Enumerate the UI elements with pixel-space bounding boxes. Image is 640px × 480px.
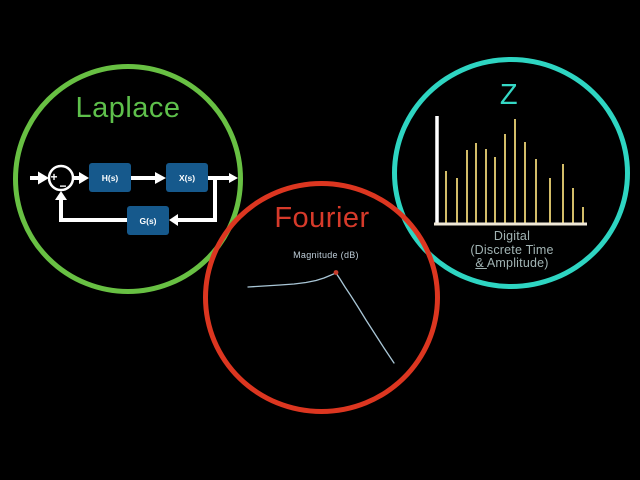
fourier-label: Fourier — [274, 202, 370, 234]
summing-junction — [47, 164, 75, 192]
output-arrowhead-icon — [229, 173, 238, 183]
fourier-circle — [203, 181, 440, 414]
fourier-peak-dot — [333, 270, 339, 275]
sum-plus-sign: + — [50, 170, 57, 184]
z-stem-chart — [434, 116, 587, 226]
h-block-label: H(s) — [102, 173, 119, 183]
g-block-label: G(s) — [140, 216, 157, 226]
z-circle — [392, 57, 630, 289]
z-stems — [445, 119, 584, 224]
fourier-plot — [247, 270, 395, 364]
sum-minus-sign: − — [59, 179, 66, 193]
sum-to-h-arrowhead-icon — [79, 172, 89, 184]
laplace-signal-paths — [30, 171, 238, 226]
x-block-rect — [166, 163, 208, 192]
z-caption-line1: Digital — [493, 229, 531, 243]
feedback-to-g-arrowhead-icon — [169, 214, 178, 226]
laplace-circle — [13, 64, 243, 294]
h-to-x-arrowhead-icon — [155, 172, 166, 184]
feedback-up-arrowhead-icon — [55, 191, 67, 200]
laplace-label: Laplace — [75, 92, 181, 124]
magnitude-label: Magnitude (dB) — [293, 250, 359, 260]
z-caption: Digital (Discrete Time & Amplitude) — [432, 229, 592, 271]
z-caption-amp-underlined: & — [475, 256, 487, 270]
z-caption-amp-rest: Amplitude) — [486, 256, 549, 270]
z-caption-line2: (Discrete Time — [470, 242, 554, 257]
z-label: Z — [499, 79, 519, 111]
transfer-blocks: H(s) X(s) G(s) — [89, 163, 208, 235]
x-block-label: X(s) — [179, 173, 195, 183]
g-block-rect — [127, 206, 169, 235]
z-caption-line3: & Amplitude) — [432, 256, 592, 271]
laplace-block-diagram: + − H(s) X(s) G(s) — [30, 163, 238, 235]
h-block-rect — [89, 163, 131, 192]
fourier-curve — [247, 272, 395, 364]
input-arrowhead-icon — [38, 171, 49, 185]
